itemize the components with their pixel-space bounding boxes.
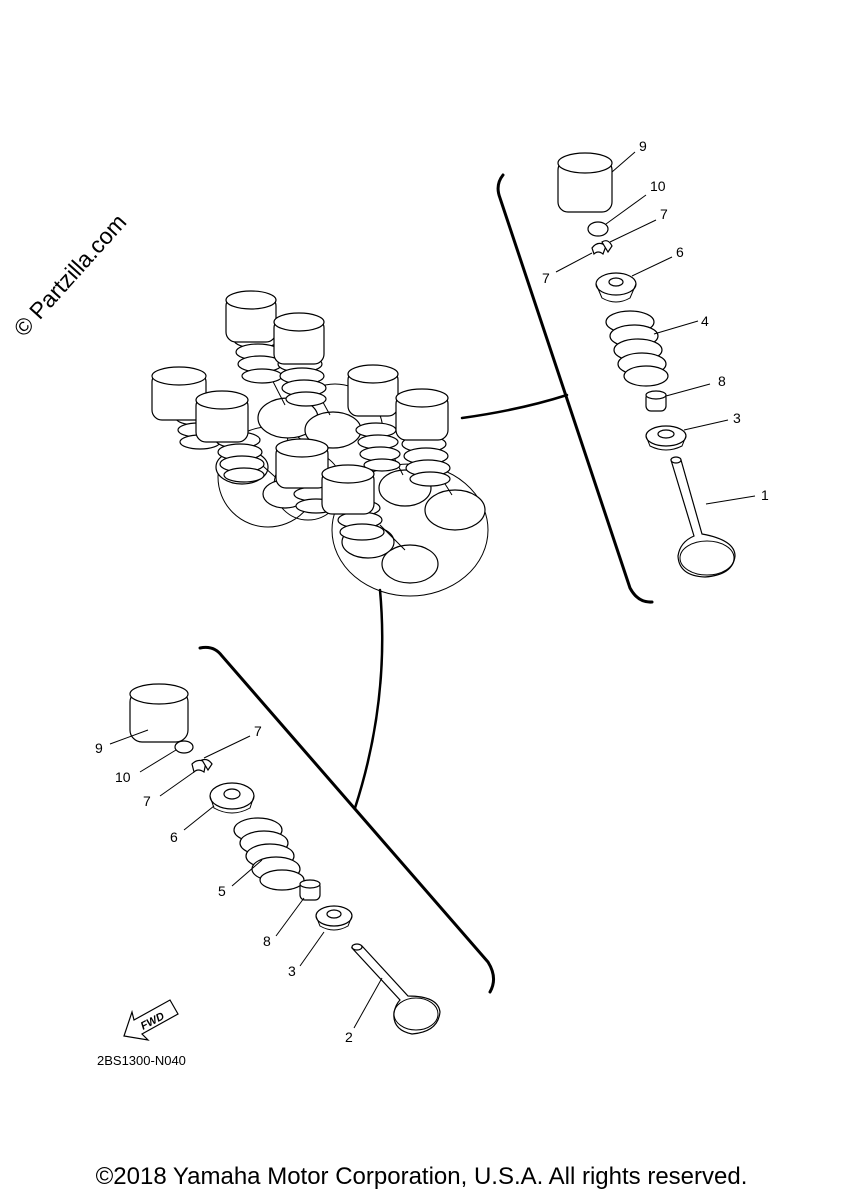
lower-valve-cotters	[191, 758, 213, 774]
lower-valve-pad	[174, 740, 194, 754]
upper-valve-lifter	[557, 152, 613, 213]
lower-connector-line	[353, 588, 384, 810]
callout-label: 7	[143, 793, 151, 809]
upper-exploded-view: 9 10 7 7 6 4 8 3 1	[460, 138, 769, 604]
copyright-notice: ©2018 Yamaha Motor Corporation, U.S.A. A…	[95, 1163, 748, 1190]
upper-valve-pad	[587, 221, 609, 237]
callout-label: 7	[542, 270, 550, 286]
callout-label: 7	[660, 206, 668, 222]
upper-valve-stem-seal	[645, 390, 667, 412]
callout-label: 8	[718, 373, 726, 389]
callout-label: 10	[650, 178, 666, 194]
fwd-arrow-icon: FWD	[123, 999, 179, 1041]
callout-label: 6	[676, 244, 684, 260]
lower-spring-seat	[315, 905, 353, 931]
lower-valve-spring	[233, 817, 305, 891]
upper-valve-cotters	[591, 240, 613, 256]
fwd-label: FWD	[139, 1010, 167, 1032]
lower-exhaust-valve	[350, 943, 441, 1035]
callout-label: 5	[218, 883, 226, 899]
upper-spring-seat	[645, 425, 687, 451]
upper-intake-valve	[670, 456, 736, 578]
callout-label: 3	[733, 410, 741, 426]
lower-spring-retainer	[209, 782, 255, 814]
callout-label: 3	[288, 963, 296, 979]
callout-label: 6	[170, 829, 178, 845]
lower-valve-stem-seal	[299, 879, 321, 901]
upper-valve-spring	[605, 310, 669, 387]
callout-label: 8	[263, 933, 271, 949]
lower-valve-lifter	[129, 683, 189, 743]
callout-label: 1	[761, 487, 769, 503]
partzilla-watermark: © Partzilla.com	[8, 209, 131, 342]
callout-label: 9	[95, 740, 103, 756]
diagram-code: 2BS1300-N040	[97, 1053, 186, 1068]
callout-label: 4	[701, 313, 709, 329]
cylinder-head-valve-cluster	[151, 290, 489, 597]
upper-connector-line	[460, 393, 569, 420]
callout-label: 2	[345, 1029, 353, 1045]
callout-label: 10	[115, 769, 131, 785]
callout-label: 9	[639, 138, 647, 154]
lower-exploded-view: 9 7 10 7 6 5 8 3 2	[95, 588, 495, 1045]
callout-label: 7	[254, 723, 262, 739]
upper-spring-retainer	[595, 272, 637, 303]
upper-bracket-line	[496, 173, 654, 604]
